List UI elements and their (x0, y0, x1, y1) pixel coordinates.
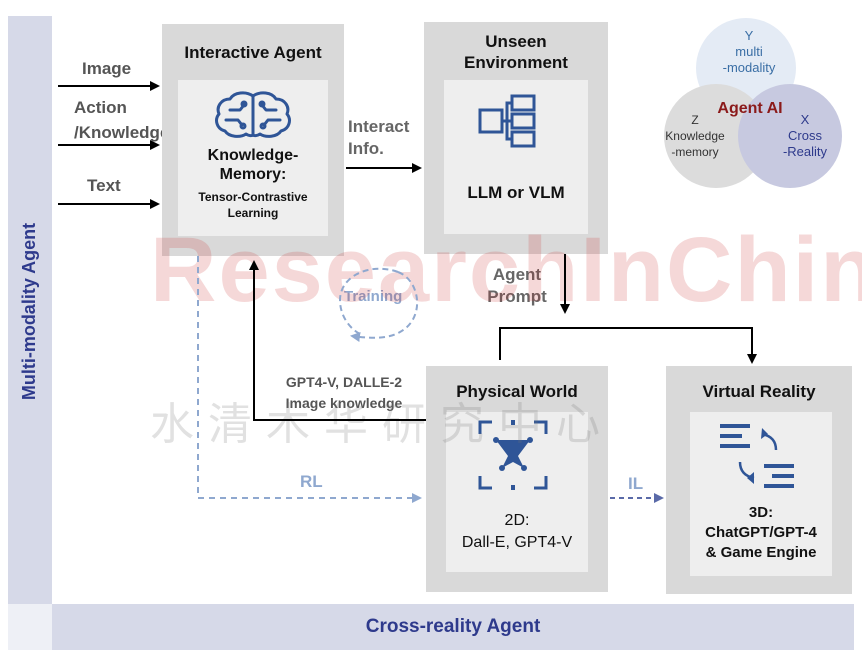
watermark: ResearchInChina (150, 219, 862, 321)
venn-center-label: Agent AI (717, 100, 783, 117)
arrow-rl (197, 256, 422, 503)
arrow-split-worlds (499, 327, 757, 364)
cross-reality-band (8, 604, 854, 650)
arrow-feedback (249, 260, 426, 421)
interact-info-label: Interact Info. (348, 117, 410, 158)
venn-z-label: Z Knowledge -memory (665, 113, 725, 159)
agent-prompt-label: Agent Prompt (487, 265, 547, 306)
input-image-label: Image (82, 59, 132, 78)
knowledge-memory-subtitle: Tensor-Contrastive Learning (198, 190, 308, 220)
input-text-label: Text (87, 176, 121, 195)
3d-object-scan-icon (476, 418, 550, 492)
training-loop-left (338, 267, 399, 335)
input-action-knowledge-label: Action /Knowledge (74, 98, 170, 142)
physical-world-title: Physical World (456, 382, 578, 401)
unseen-environment-panel (444, 80, 588, 234)
virtual-reality-desc: 3D: ChatGPT/GPT-4 & Game Engine (705, 504, 817, 561)
virtual-reality-title: Virtual Reality (702, 382, 816, 401)
llm-vlm-label: LLM or VLM (467, 183, 565, 202)
rl-label: RL (300, 472, 323, 491)
knowledge-memory-title: Knowledge- Memory: (207, 147, 299, 183)
module-blocks-icon (476, 92, 548, 150)
cross-reality-label: Cross-reality Agent (365, 616, 541, 637)
watermark-cn: 水清木华研究中心 (150, 399, 614, 450)
training-label: Training (344, 288, 403, 305)
virtual-reality-panel (690, 412, 832, 576)
unseen-environment-title: Unseen Environment (464, 32, 568, 72)
band-corner (8, 604, 52, 650)
il-label: IL (628, 474, 644, 493)
physical-world-desc: 2D: Dall-E, GPT4-V (461, 512, 573, 551)
image-knowledge-label: GPT4-V, DALLE-2 Image knowledge (285, 374, 403, 411)
sync-list-icon (716, 420, 800, 492)
venn-x-label: X Cross -Reality (782, 112, 828, 159)
training-loop (350, 271, 418, 342)
interactive-agent-title: Interactive Agent (184, 43, 322, 62)
physical-world-panel (446, 412, 588, 572)
venn-y-label: Y multi -modality (722, 28, 776, 75)
brain-icon (210, 90, 296, 140)
agent-ai-venn (648, 8, 848, 208)
multi-modality-band (8, 16, 52, 646)
